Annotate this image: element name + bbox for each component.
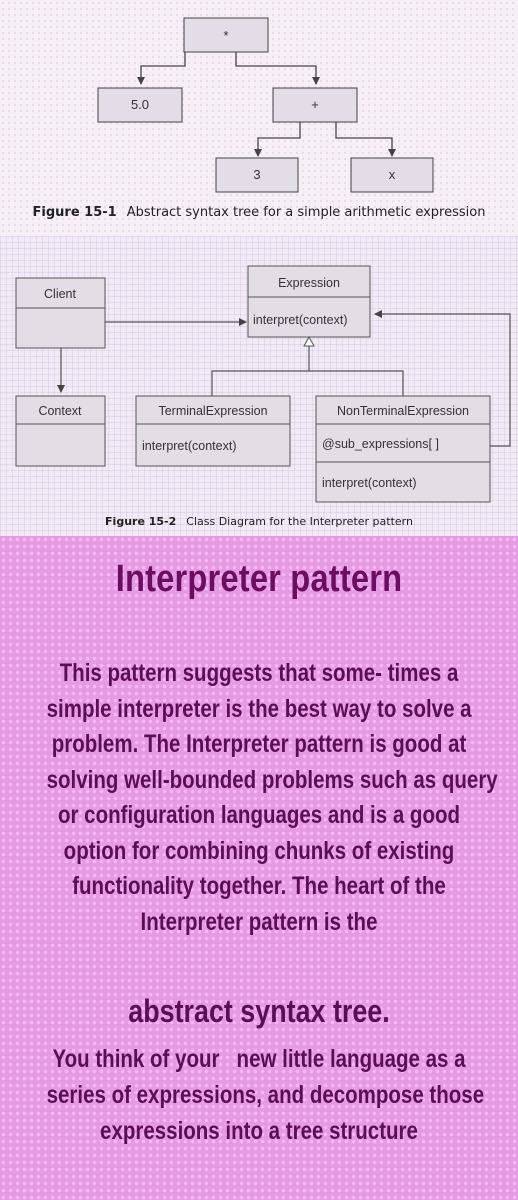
class-expression-name: Expression xyxy=(278,276,340,290)
class-client: Client xyxy=(15,277,106,349)
class-connectors xyxy=(57,310,511,447)
ast-node-root-label: * xyxy=(223,28,228,43)
class-terminal-expression: TerminalExpression interpret(context) xyxy=(135,395,291,467)
class-nonterminal-name: NonTerminalExpression xyxy=(337,404,469,418)
ast-node-three-label: 3 xyxy=(253,167,260,182)
card-paragraph-1: This pattern suggests that some- times a… xyxy=(0,656,518,940)
paragraph-1-line: functionality together. The heart of the xyxy=(72,872,446,900)
class-context-name: Context xyxy=(38,404,82,418)
class-terminal-name: TerminalExpression xyxy=(158,404,267,418)
figure-1-caption: Figure 15-1 Abstract syntax tree for a si… xyxy=(0,205,518,220)
inheritance-triangle xyxy=(303,335,315,347)
class-nonterminal-method: interpret(context) xyxy=(322,476,416,490)
terminal-inheritance xyxy=(211,344,310,396)
paragraph-2-line: expressions into a tree structure xyxy=(100,1117,418,1145)
ast-node-x: x xyxy=(350,157,434,193)
paragraph-1-line: This pattern suggests that some- times a xyxy=(59,659,459,687)
class-nonterminal-expression: NonTerminalExpression @sub_expressions[ … xyxy=(315,395,491,503)
figure-2-caption-text: Class Diagram for the Interpreter patter… xyxy=(186,515,413,528)
class-nonterminal-attribute: @sub_expressions[ ] xyxy=(322,437,439,451)
paragraph-2-line: series of expressions, and decompose tho… xyxy=(46,1081,485,1109)
ast-node-left: 5.0 xyxy=(97,87,183,123)
class-client-name: Client xyxy=(44,287,76,301)
ast-node-root: * xyxy=(183,17,269,53)
card-title: Interpreter pattern xyxy=(115,558,403,600)
figure-1-number: Figure 15-1 xyxy=(32,205,117,220)
aggregation-loop xyxy=(374,310,511,447)
edge-root-plus xyxy=(235,52,320,85)
ast-node-plus-label: + xyxy=(311,97,319,112)
figure-2-caption: Figure 15-2 Class Diagram for the Interpr… xyxy=(0,515,518,528)
class-diagram: Client Context Expression interpret(cont… xyxy=(15,265,511,503)
paragraph-1-line: problem. The Interpreter pattern is good… xyxy=(51,730,467,758)
paragraph-1-line: or configuration languages and is a good xyxy=(57,801,461,829)
class-context: Context xyxy=(15,395,106,467)
edge-plus-three xyxy=(254,122,301,157)
figure-2-number: Figure 15-2 xyxy=(105,515,177,528)
ast-figure-panel: * 5.0 + 3 x Figure 15-1 Abstract syntax t… xyxy=(0,0,518,236)
card-paragraph-2: You think of your new little language as… xyxy=(0,1041,518,1149)
ast-node-three: 3 xyxy=(215,157,299,193)
paragraph-1-line: simple interpreter is the best way to so… xyxy=(46,694,472,723)
nonterminal-inheritance xyxy=(309,370,404,396)
paragraph-2-line: You think of your new little language as… xyxy=(52,1045,466,1073)
class-diagram-panel: Client Context Expression interpret(cont… xyxy=(0,236,518,536)
paragraph-1-line: option for combining chunks of existing xyxy=(63,836,455,865)
edge-root-left xyxy=(137,52,186,85)
paragraph-1-line: solving well-bounded problems such as qu… xyxy=(46,765,498,794)
ast-node-left-label: 5.0 xyxy=(131,97,149,112)
ast-edges xyxy=(137,52,396,157)
figure-1-caption-text: Abstract syntax tree for a simple arithm… xyxy=(126,205,486,220)
paragraph-1-line: Interpreter pattern is the xyxy=(140,907,378,936)
ast-diagram: * 5.0 + 3 x xyxy=(97,17,434,193)
text-card: Interpreter pattern This pattern suggest… xyxy=(0,536,518,1200)
edge-plus-x xyxy=(335,122,396,157)
card-emphasis: abstract syntax tree. xyxy=(128,993,390,1029)
class-terminal-method: interpret(context) xyxy=(142,439,236,453)
class-expression: Expression interpret(context) xyxy=(247,265,371,338)
ast-node-x-label: x xyxy=(389,167,396,182)
ast-node-plus: + xyxy=(272,87,358,123)
class-expression-method: interpret(context) xyxy=(253,313,347,327)
